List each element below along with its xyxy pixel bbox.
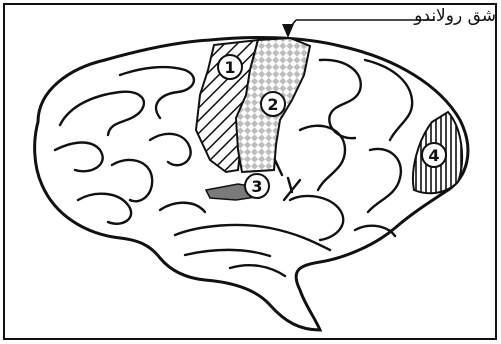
region-2-marker: 2 — [261, 92, 285, 116]
region-1-number: 1 — [224, 58, 235, 77]
callout-arrowhead — [282, 24, 294, 38]
region-2-number: 2 — [267, 95, 278, 114]
region-3-number: 3 — [251, 177, 262, 196]
rolandic-fissure-label: شق رولاندو — [440, 6, 496, 26]
region-4-marker: 4 — [422, 143, 446, 167]
region-1-marker: 1 — [218, 55, 242, 79]
region-3-marker: 3 — [245, 174, 269, 198]
region-4-number: 4 — [428, 146, 439, 165]
